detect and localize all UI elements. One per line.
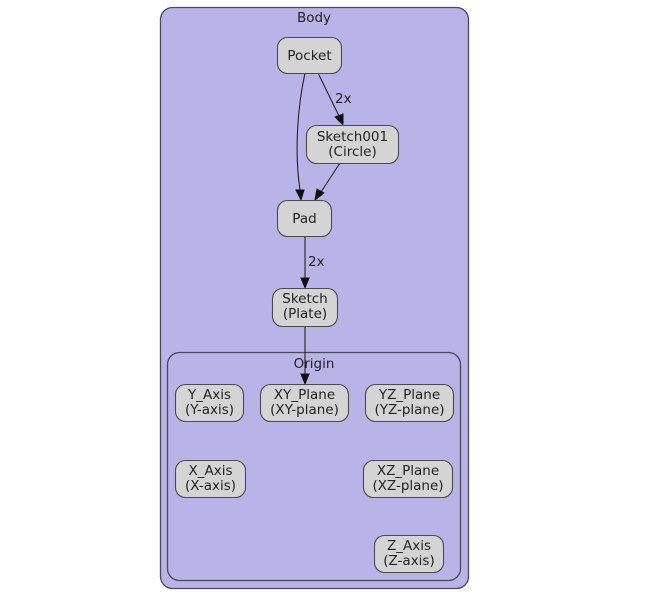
node-xy-plane[interactable]: XY_Plane (XY-plane) bbox=[259, 383, 350, 423]
node-label-line2: (X-axis) bbox=[185, 478, 236, 494]
edge-line bbox=[317, 72, 340, 117]
node-box[interactable] bbox=[276, 36, 343, 75]
edge-label: 2x bbox=[335, 91, 352, 107]
arrowhead bbox=[300, 277, 310, 290]
node-label-line2: (Plate) bbox=[283, 306, 327, 322]
node-box[interactable] bbox=[174, 383, 245, 423]
edge-pocket-sketch001: 2x bbox=[317, 72, 352, 127]
node-label-line1: X_Axis bbox=[188, 463, 232, 479]
node-z-axis[interactable]: Z_Axis (Z-axis) bbox=[373, 534, 445, 574]
arrowhead bbox=[314, 188, 325, 202]
cluster-origin-box bbox=[166, 351, 462, 582]
node-label-line2: (Y-axis) bbox=[185, 402, 234, 418]
node-pocket[interactable]: Pocket bbox=[276, 36, 343, 75]
edge-line bbox=[296, 72, 306, 191]
edges: 2x 2x bbox=[295, 72, 352, 386]
node-x-axis[interactable]: X_Axis (X-axis) bbox=[174, 459, 247, 499]
node-label-line1: Sketch bbox=[282, 291, 327, 307]
node-label-line2: (Z-axis) bbox=[383, 553, 434, 569]
edge-pocket-pad bbox=[295, 72, 306, 202]
node-label-line1: YZ_Plane bbox=[378, 387, 440, 403]
node-yz-plane[interactable]: YZ_Plane (YZ-plane) bbox=[364, 383, 455, 423]
arrowhead bbox=[295, 189, 305, 202]
edge-line bbox=[320, 162, 341, 193]
node-sketch[interactable]: Sketch (Plate) bbox=[271, 287, 339, 328]
cluster-origin: Origin bbox=[166, 351, 462, 582]
cluster-body-label: Body bbox=[297, 10, 331, 26]
node-label-line2: (XY-plane) bbox=[270, 402, 339, 418]
node-sketch001[interactable]: Sketch001 (Circle) bbox=[305, 124, 400, 165]
arrowhead bbox=[300, 373, 310, 386]
edge-sketch-xyplane bbox=[300, 326, 310, 386]
edge-sketch001-pad bbox=[314, 162, 341, 202]
node-box[interactable] bbox=[364, 383, 455, 423]
node-label-line2: (XZ-plane) bbox=[372, 478, 443, 494]
node-pad[interactable]: Pad bbox=[276, 199, 333, 238]
node-label-line2: (YZ-plane) bbox=[374, 402, 444, 418]
node-box[interactable] bbox=[259, 383, 350, 423]
node-label-line1: Sketch001 bbox=[317, 129, 388, 145]
edge-pad-sketch: 2x bbox=[300, 236, 325, 290]
node-label-line1: Y_Axis bbox=[187, 387, 231, 403]
node-label: Pocket bbox=[287, 48, 331, 64]
cluster-origin-label: Origin bbox=[294, 356, 335, 372]
arrowhead bbox=[334, 113, 344, 127]
node-label-line2: (Circle) bbox=[328, 144, 376, 160]
node-box[interactable] bbox=[373, 534, 445, 574]
node-label: Pad bbox=[292, 211, 316, 227]
node-box[interactable] bbox=[362, 459, 454, 499]
edge-label: 2x bbox=[308, 254, 325, 270]
node-box[interactable] bbox=[174, 459, 247, 499]
node-label-line1: XZ_Plane bbox=[377, 463, 439, 479]
node-box[interactable] bbox=[276, 199, 333, 238]
node-y-axis[interactable]: Y_Axis (Y-axis) bbox=[174, 383, 245, 423]
node-label-line1: Z_Axis bbox=[387, 538, 431, 554]
node-label-line1: XY_Plane bbox=[274, 387, 335, 403]
node-box[interactable] bbox=[305, 124, 400, 165]
node-xz-plane[interactable]: XZ_Plane (XZ-plane) bbox=[362, 459, 454, 499]
node-box[interactable] bbox=[271, 287, 339, 328]
